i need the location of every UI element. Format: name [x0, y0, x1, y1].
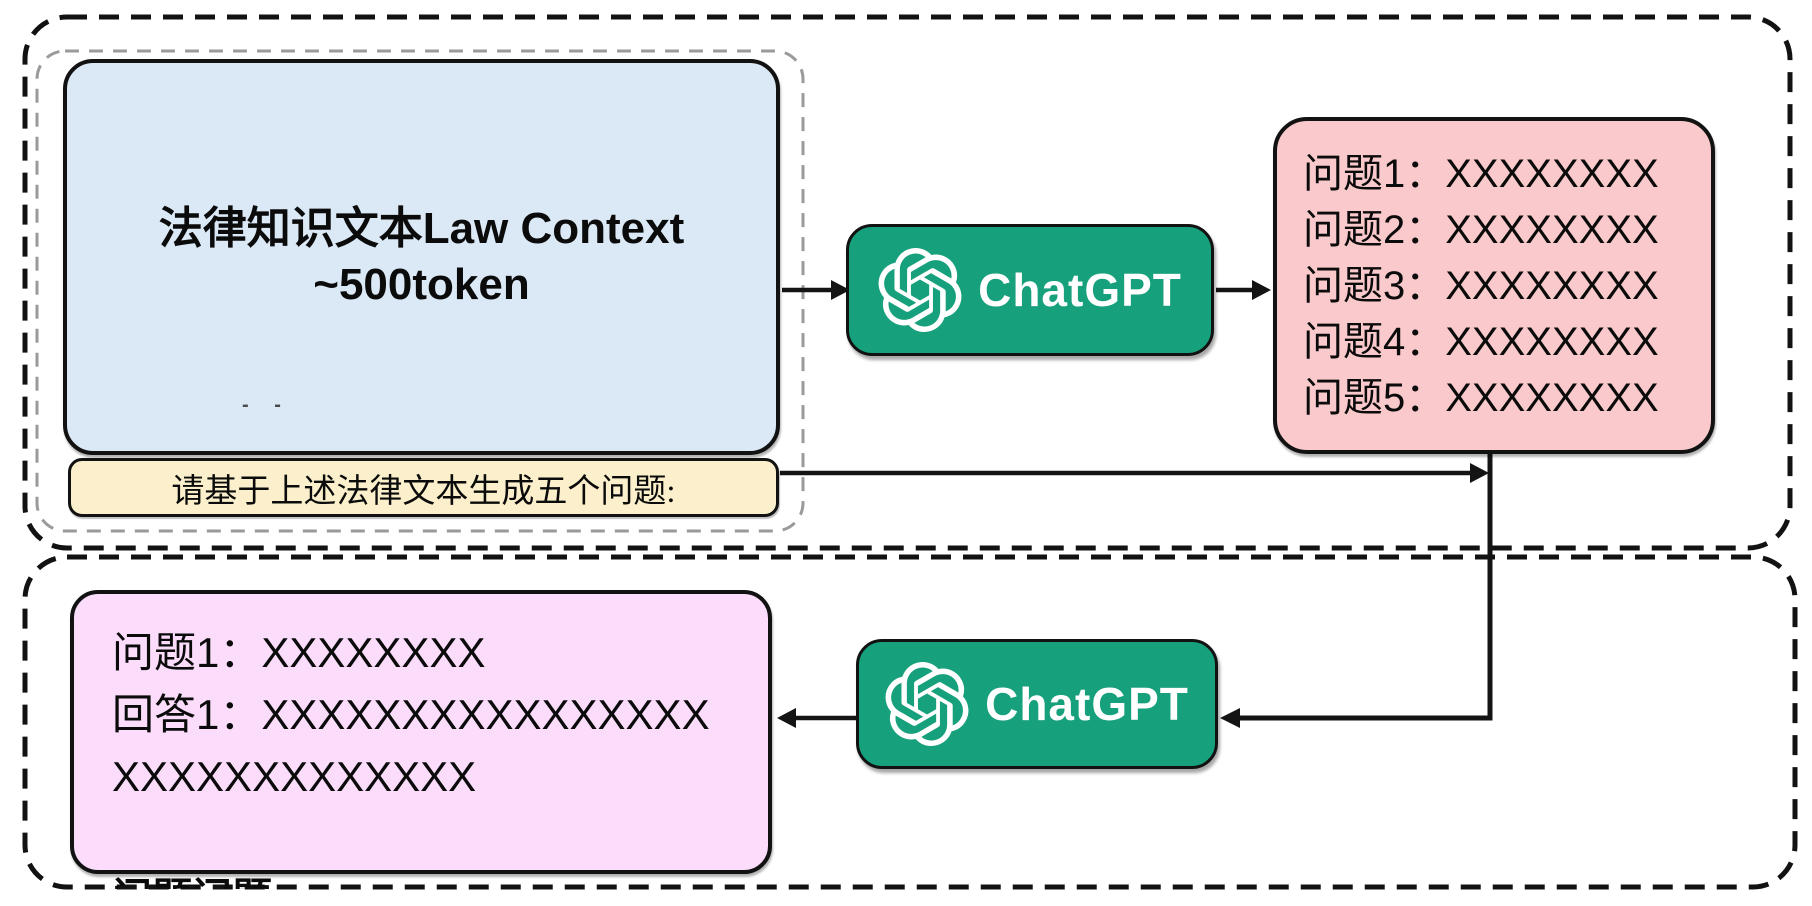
question-line: 问题2：XXXXXXXX — [1303, 207, 1659, 252]
erased-text-artifact: - - — [242, 394, 291, 416]
chatgpt-label: ChatGPT — [978, 264, 1182, 316]
law-context-box: 法律知识文本Law Context ~500token - - — [63, 59, 780, 455]
qa-box: 问题1：XXXXXXXX 回答1：XXXXXXXXXXXXXXXX XXXXXX… — [70, 590, 772, 874]
bottom-clipped-text: 问题问题问题 — [112, 876, 302, 889]
arrow-chatgpt-to-questions — [1216, 280, 1271, 300]
prompt-box: 请基于上述法律文本生成五个问题: — [68, 458, 779, 517]
connector-questions-to-chatgpt2 — [1220, 454, 1493, 728]
prompt-text: 请基于上述法律文本生成五个问题: — [171, 473, 676, 510]
qa-line: XXXXXXXXXXXXX — [112, 753, 477, 800]
chatgpt-badge-bottom: ChatGPT — [856, 639, 1218, 769]
question-line: 问题4：XXXXXXXX — [1303, 319, 1659, 364]
question-line: 问题5：XXXXXXXX — [1303, 375, 1659, 420]
bottom-section-dashed-border — [22, 554, 1798, 890]
bottom-clipped-text-content: 问题问题问题 — [112, 876, 302, 889]
qa-line: 回答1：XXXXXXXXXXXXXXXX — [112, 691, 710, 738]
chatgpt-badge-top: ChatGPT — [846, 224, 1214, 356]
top-section-dashed-border — [22, 14, 1793, 551]
question-line: 问题3：XXXXXXXX — [1303, 263, 1659, 308]
openai-logo-icon — [878, 248, 962, 332]
openai-logo-icon — [885, 662, 969, 746]
arrow-chatgpt2-to-qa — [777, 708, 856, 728]
law-context-title-line2: ~500token — [313, 260, 530, 309]
chatgpt-label: ChatGPT — [985, 678, 1189, 730]
qa-line: 问题1：XXXXXXXX — [112, 629, 486, 676]
arrow-prompt-to-junction — [780, 463, 1489, 483]
questions-box: 问题1：XXXXXXXX 问题2：XXXXXXXX 问题3：XXXXXXXX 问… — [1273, 117, 1715, 454]
law-context-title-line1: 法律知识文本Law Context — [158, 204, 685, 253]
question-line: 问题1：XXXXXXXX — [1303, 151, 1659, 196]
arrow-law-to-chatgpt — [782, 280, 850, 300]
